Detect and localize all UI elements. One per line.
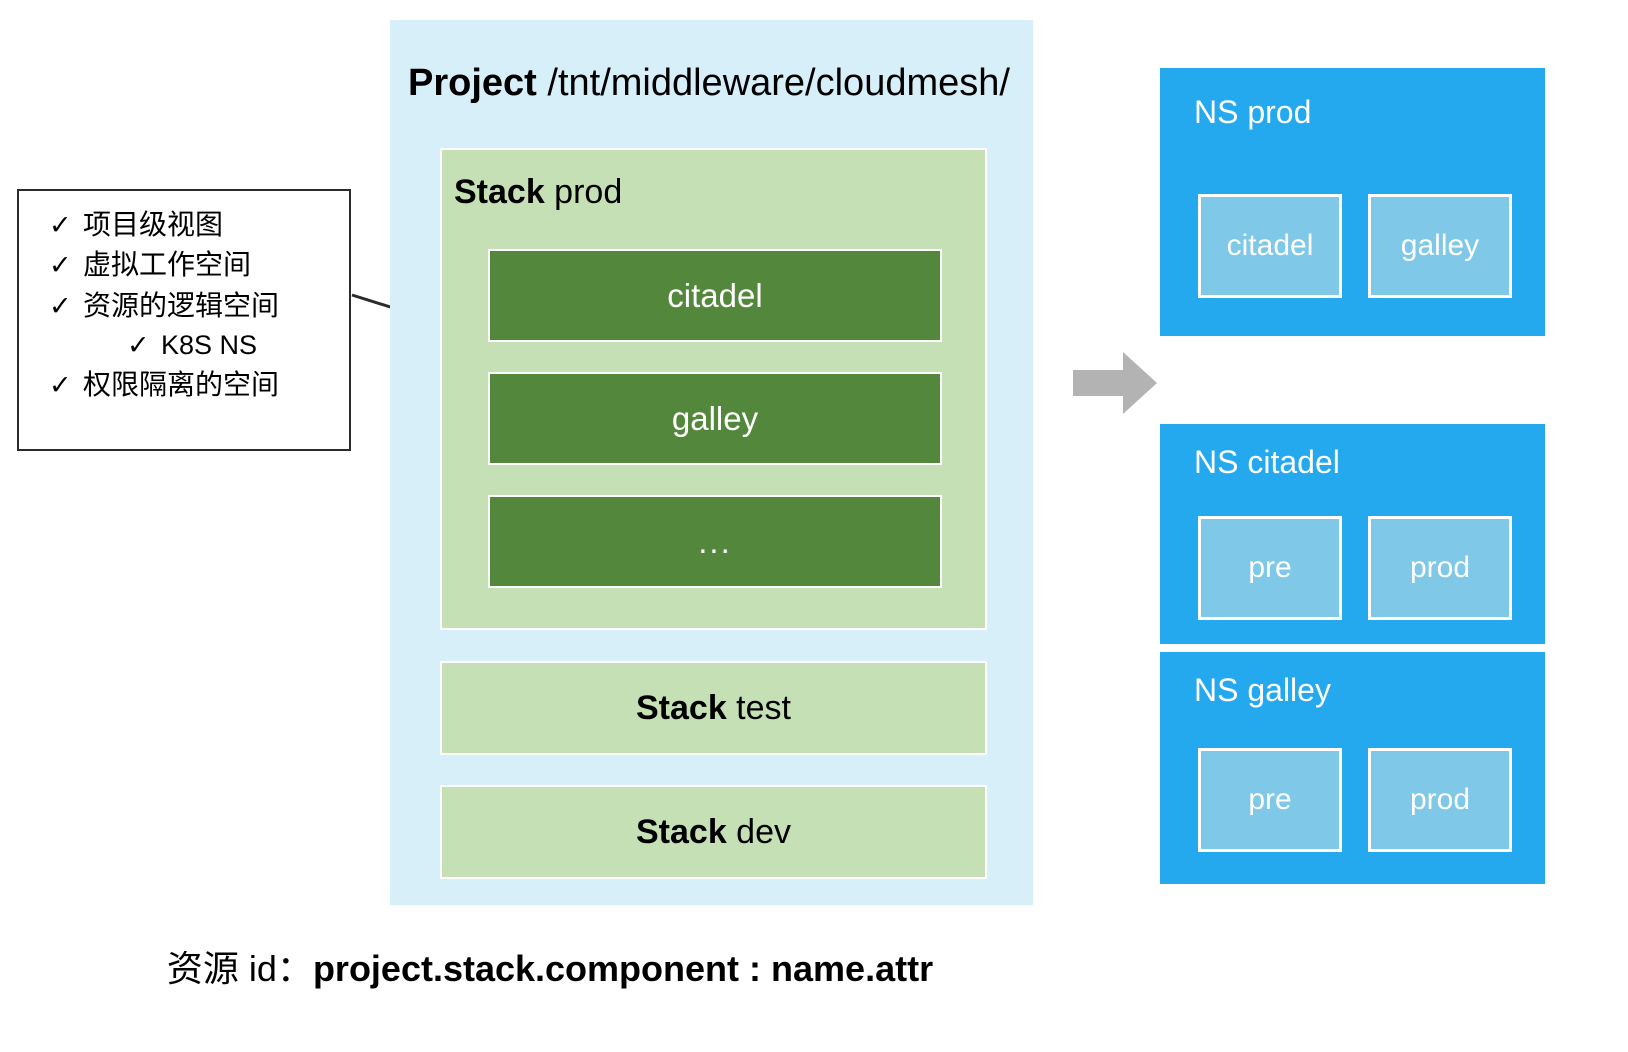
callout-item-label: 虚拟工作空间 xyxy=(83,249,252,281)
namespace-items: pre prod xyxy=(1198,516,1512,620)
check-icon: ✓ xyxy=(49,290,72,321)
stack-prod[interactable]: Stack prod citadel galley ... xyxy=(440,148,987,630)
namespace-item-label: pre xyxy=(1248,783,1292,816)
callout-item-label: 权限隔离的空间 xyxy=(83,368,280,400)
project-title: Project /tnt/middleware/cloudmesh/ xyxy=(408,62,1036,105)
check-icon: ✓ xyxy=(127,329,150,360)
callout-item-label: 项目级视图 xyxy=(83,209,224,240)
namespace-item-label: citadel xyxy=(1226,229,1314,262)
callout-item-label: 资源的逻辑空间 xyxy=(83,289,280,321)
project-keyword: Project xyxy=(408,62,537,104)
namespace-panel-prod[interactable]: NS prod citadel galley xyxy=(1160,68,1545,336)
stack-prod-title: Stack prod xyxy=(454,173,622,212)
stack-name: test xyxy=(726,688,791,727)
namespace-item-label: pre xyxy=(1248,551,1292,584)
list-item: ✓ 项目级视图 xyxy=(19,205,349,245)
list-item: ✓ 资源的逻辑空间 xyxy=(19,286,349,326)
namespace-item-label: prod xyxy=(1409,551,1471,584)
check-icon: ✓ xyxy=(49,210,72,240)
list-item: ✓ 权限隔离的空间 xyxy=(19,365,349,405)
stack-keyword: Stack xyxy=(454,173,545,211)
stack-name: dev xyxy=(726,812,791,851)
component-label: ... xyxy=(698,522,732,560)
resource-id-caption: 资源 id：project.stack.component : name.att… xyxy=(0,940,1100,992)
callout-item-label: K8S NS xyxy=(161,329,258,360)
stack-dev-title: Stack dev xyxy=(636,813,791,852)
list-item: ✓ 虚拟工作空间 xyxy=(19,245,349,285)
stack-keyword: Stack xyxy=(636,688,727,727)
stack-test-title: Stack test xyxy=(636,689,791,728)
component-label: galley xyxy=(671,399,759,437)
check-icon: ✓ xyxy=(49,369,72,400)
namespace-item-citadel[interactable]: citadel xyxy=(1198,194,1342,298)
arrow-right-icon xyxy=(1073,352,1157,414)
namespace-item-pre[interactable]: pre xyxy=(1198,748,1342,852)
component-more[interactable]: ... xyxy=(488,495,942,588)
namespace-item-prod[interactable]: prod xyxy=(1368,748,1512,852)
stack-keyword: Stack xyxy=(636,812,727,851)
namespace-title: NS prod xyxy=(1194,94,1312,130)
callout-list: ✓ 项目级视图 ✓ 虚拟工作空间 ✓ 资源的逻辑空间 ✓ K8S NS ✓ 权限… xyxy=(19,191,349,405)
caption-formula: project.stack.component : name.attr xyxy=(312,948,934,989)
namespace-title: NS citadel xyxy=(1194,444,1340,480)
project-panel: Project /tnt/middleware/cloudmesh/ Stack… xyxy=(390,20,1033,905)
caption-prefix: 资源 id： xyxy=(166,948,313,989)
check-icon: ✓ xyxy=(49,250,72,281)
component-citadel[interactable]: citadel xyxy=(488,249,942,342)
namespace-item-galley[interactable]: galley xyxy=(1368,194,1512,298)
component-galley[interactable]: galley xyxy=(488,372,942,465)
namespace-panel-citadel[interactable]: NS citadel pre prod xyxy=(1160,424,1545,644)
stack-name: prod xyxy=(544,173,623,211)
namespace-item-label: prod xyxy=(1409,783,1471,816)
namespace-item-prod[interactable]: prod xyxy=(1368,516,1512,620)
namespace-panel-galley[interactable]: NS galley pre prod xyxy=(1160,652,1545,884)
namespace-title: NS galley xyxy=(1194,672,1331,708)
namespace-item-label: galley xyxy=(1400,229,1480,262)
list-item-nested: ✓ K8S NS xyxy=(19,326,349,365)
component-label: citadel xyxy=(667,276,763,314)
namespace-item-pre[interactable]: pre xyxy=(1198,516,1342,620)
stack-test[interactable]: Stack test xyxy=(440,661,987,755)
stack-dev[interactable]: Stack dev xyxy=(440,785,987,879)
namespace-items: citadel galley xyxy=(1198,194,1512,298)
feature-callout-box: ✓ 项目级视图 ✓ 虚拟工作空间 ✓ 资源的逻辑空间 ✓ K8S NS ✓ 权限… xyxy=(17,189,351,451)
project-path: /tnt/middleware/cloudmesh/ xyxy=(536,62,1010,104)
namespace-items: pre prod xyxy=(1198,748,1512,852)
